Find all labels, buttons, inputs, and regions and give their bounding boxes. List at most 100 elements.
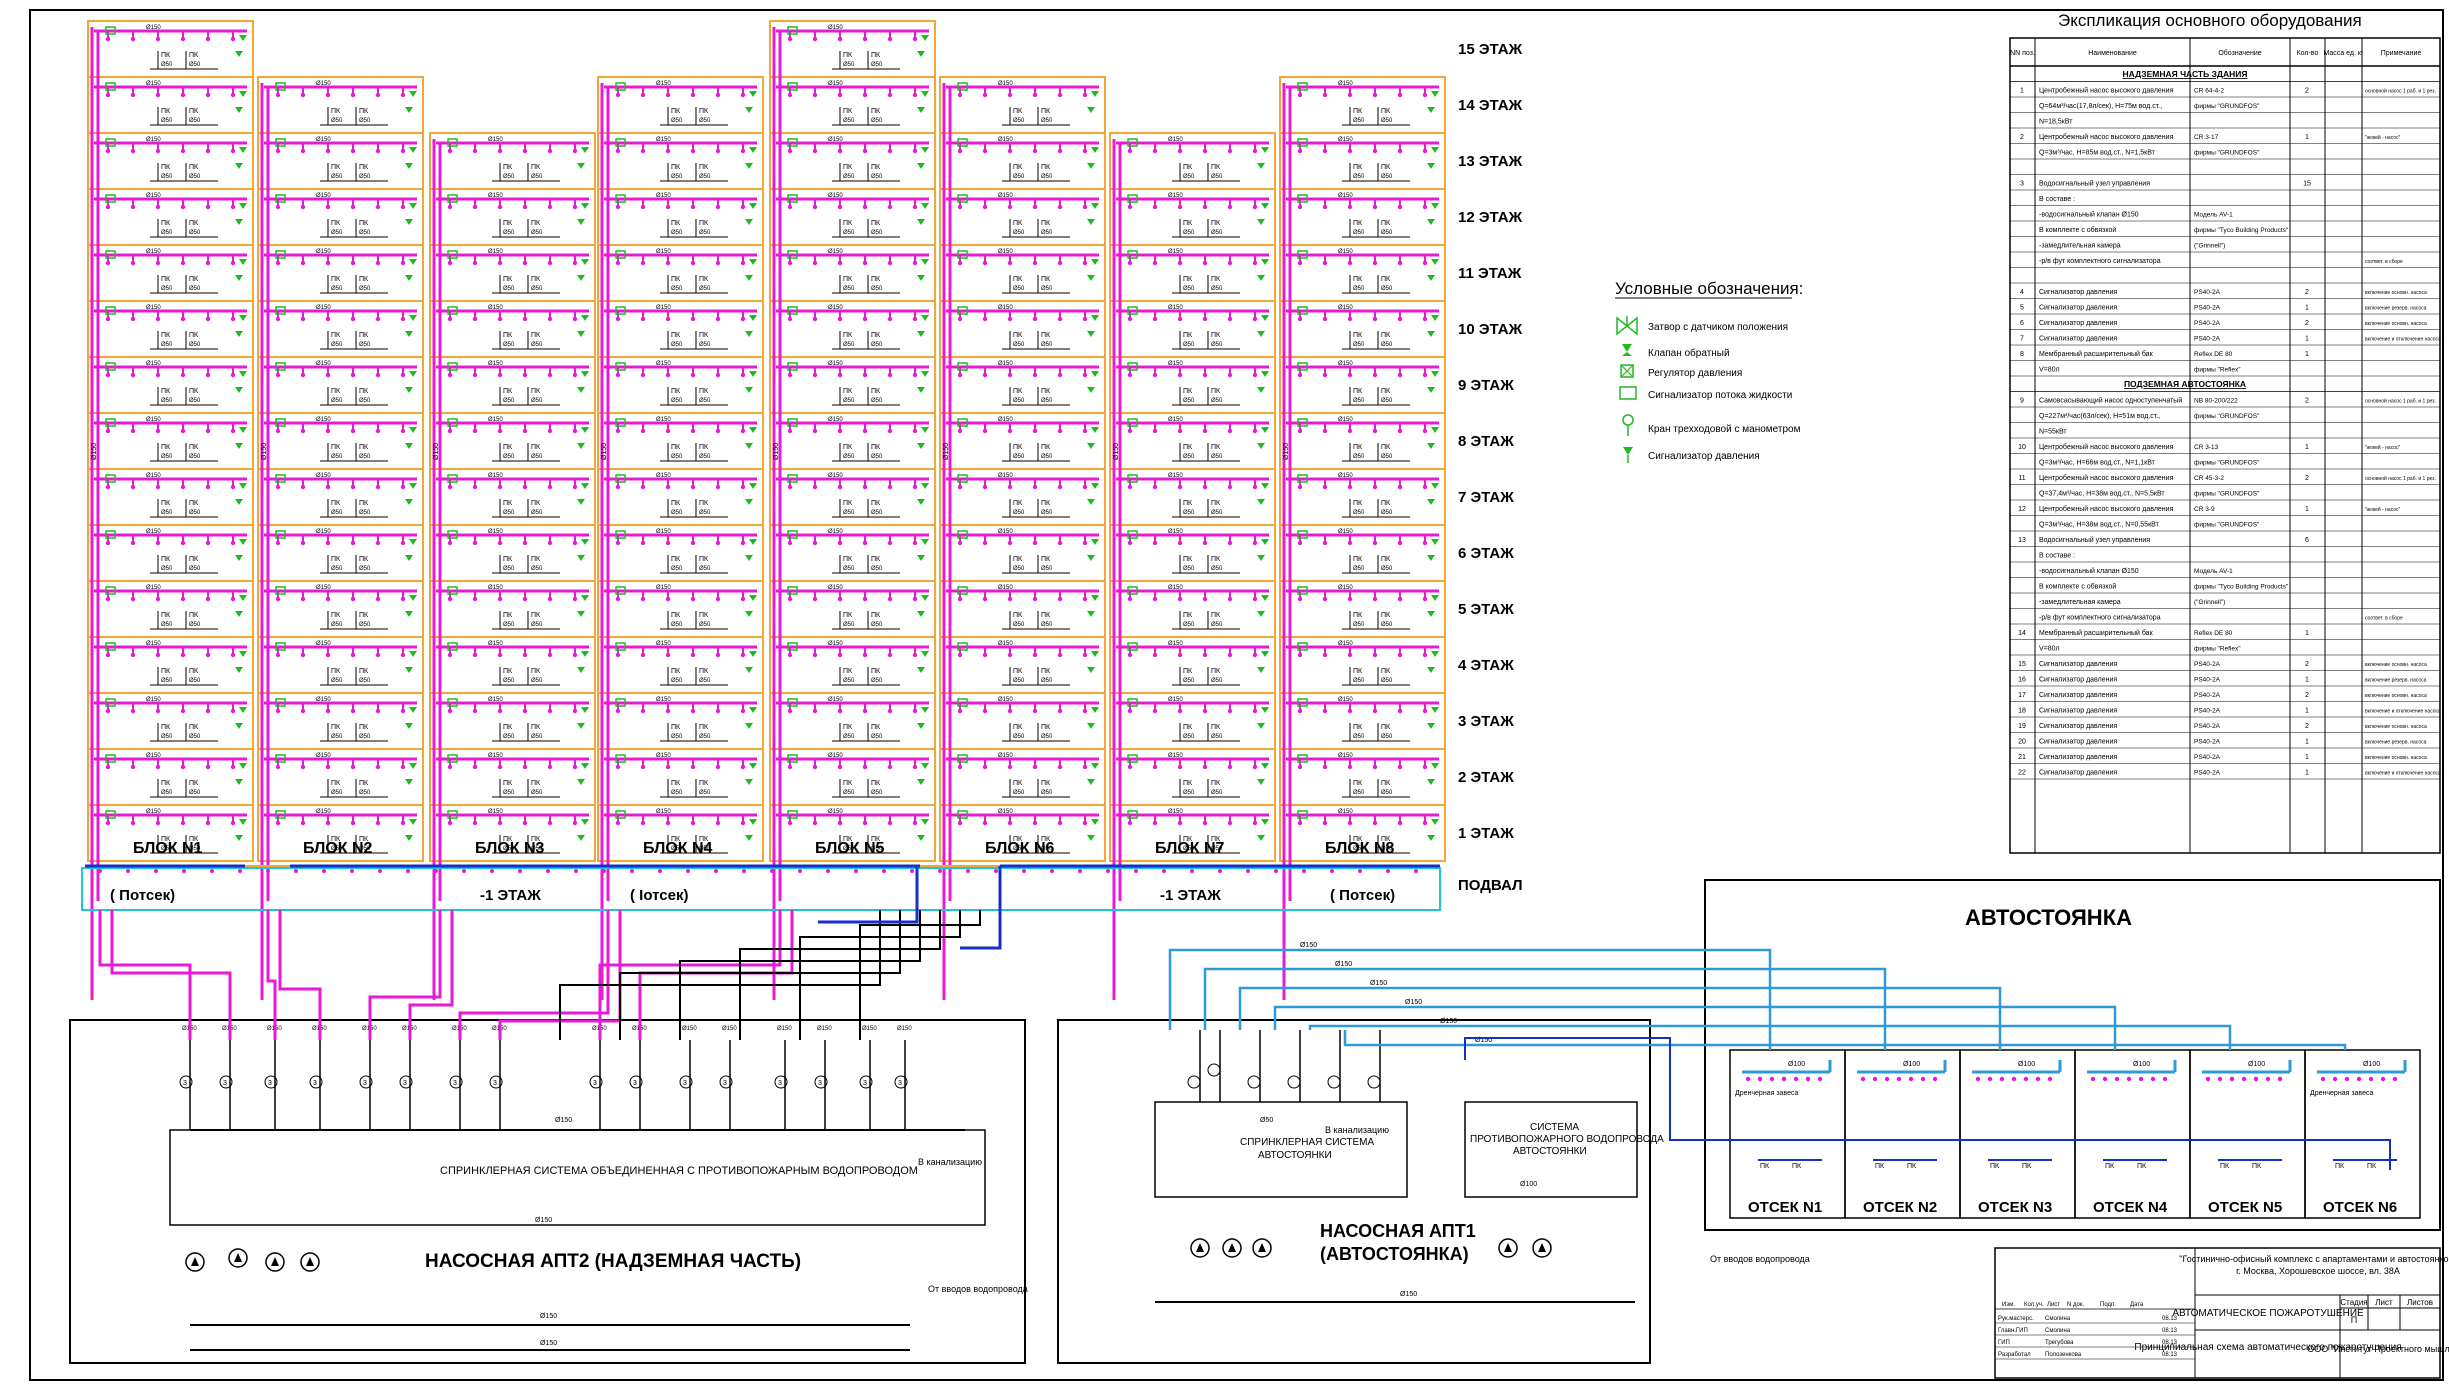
flow-switch-icon	[105, 698, 116, 707]
hydrant-label: ПК	[1381, 388, 1391, 395]
sprinkler-head	[497, 260, 503, 266]
sprinkler-head	[1297, 652, 1303, 658]
pressure-switch-icon	[1431, 315, 1439, 321]
pressure-switch-icon	[1261, 595, 1269, 601]
check-valve-icon	[405, 107, 413, 113]
sprinkler-head	[640, 596, 646, 602]
hydrant-sub-label: Ø50	[1041, 622, 1053, 628]
hydrant-sub-label: Ø50	[671, 734, 683, 740]
sprinkler-head	[1422, 204, 1428, 210]
pump-arrow	[1504, 1243, 1512, 1252]
hydrant-sub-label: Ø50	[1211, 454, 1223, 460]
explication-designation: PS40-2A	[2194, 754, 2221, 761]
sprinkler-head	[1397, 316, 1403, 322]
riser-diameter-label: Ø150	[1283, 443, 1290, 460]
apt1-inlet-label: От вводов водопровода	[1710, 1254, 1810, 1264]
basement-zone-label: ( Потсек)	[1330, 887, 1395, 904]
explication-designation: PS40-2A	[2194, 289, 2221, 296]
explication-qty: 1	[2305, 708, 2309, 715]
sprinkler-head	[1297, 540, 1303, 546]
hydrant-label: ПК	[699, 108, 709, 115]
parking-sprinkler-head	[1781, 1076, 1787, 1082]
sprinkler-head	[690, 484, 696, 490]
hydrant-label: ПК	[331, 444, 341, 451]
hydrant-label: ПК	[1041, 836, 1051, 843]
flow-switch-icon	[105, 362, 116, 371]
stage-value: П	[2351, 1315, 2357, 1325]
regulator-shape	[1620, 364, 1634, 378]
flow-switch-icon	[615, 642, 626, 651]
pressure-switch-icon	[239, 707, 247, 713]
sprinkler-head	[615, 764, 621, 770]
sprinkler-head	[1202, 316, 1208, 322]
apt1-system2-line2: ПРОТИВОПОЖАРНОГО ВОДОПРОВОДА	[1470, 1134, 1664, 1145]
hydrant-sub-label: Ø50	[1211, 342, 1223, 348]
check-valve-icon	[1087, 163, 1095, 169]
sprinkler-head	[1422, 372, 1428, 378]
title-block-date: 08.13	[2162, 1316, 2178, 1322]
explication-name: -водосигнальный клапан Ø150	[2039, 211, 2139, 219]
parking-sprinkler-head	[1805, 1076, 1811, 1082]
hydrant-label: ПК	[189, 388, 199, 395]
hydrant-label: ПК	[843, 836, 853, 843]
hydrant-feed	[1464, 1037, 2391, 1170]
pipe-diameter-label: Ø150	[828, 193, 843, 199]
pipe-diameter-label: Ø150	[656, 529, 671, 535]
sprinkler-head	[957, 652, 963, 658]
sprinkler-head	[1007, 652, 1013, 658]
sprinkler-head	[130, 652, 136, 658]
pipe-diameter-label: Ø150	[656, 361, 671, 367]
hydrant-label: ПК	[161, 164, 171, 171]
hydrant-label: ПК	[671, 276, 681, 283]
flow-switch-icon	[105, 474, 116, 483]
apt2-valve-number: 3	[268, 1080, 272, 1087]
sprinkler-head	[740, 540, 746, 546]
sprinkler-head	[180, 596, 186, 602]
explication-pos: 11	[2018, 475, 2025, 482]
check-valve-icon	[917, 107, 925, 113]
sprinkler-head	[1057, 92, 1063, 98]
riser-diameter-label: Ø150	[773, 443, 780, 460]
title-block-person: Смолина	[2045, 1328, 2071, 1334]
sprinkler-head	[275, 652, 281, 658]
sprinkler-head	[180, 652, 186, 658]
hydrant-label: ПК	[1211, 780, 1221, 787]
sprinkler-head	[205, 708, 211, 714]
hydrant-sub-label: Ø50	[503, 510, 515, 516]
pipe-diameter-label: Ø150	[828, 81, 843, 87]
pump-room-apt1-frame	[1057, 1019, 1651, 1364]
hydrant-label: ПК	[1353, 668, 1363, 675]
hydrant-label: ПК	[1381, 612, 1391, 619]
hydrant-sub-label: Ø50	[189, 454, 201, 460]
explication-note: включение резерв. насоса	[2365, 678, 2427, 684]
hydrant-label: ПК	[161, 836, 171, 843]
pressure-switch-icon	[1431, 91, 1439, 97]
sprinkler-head	[837, 764, 843, 770]
sprinkler-head	[1057, 596, 1063, 602]
hydrant-label: ПК	[1183, 724, 1193, 731]
hydrant-label: ПК	[359, 556, 369, 563]
sprinkler-head	[325, 316, 331, 322]
sprinkler-head	[230, 540, 236, 546]
hydrant-sub-label: Ø50	[1183, 734, 1195, 740]
pressure-switch-icon	[749, 539, 757, 545]
sprinkler-head	[1422, 540, 1428, 546]
hydrant-label: ПК	[1760, 1163, 1770, 1170]
sprinkler-head	[1057, 652, 1063, 658]
check-valve-icon	[235, 779, 243, 785]
hydrant-sub-label: Ø50	[1381, 118, 1393, 124]
sprinkler-head	[1007, 820, 1013, 826]
sprinkler-head	[325, 596, 331, 602]
sprinkler-head	[155, 36, 161, 42]
title-block-role: Главн.ГИП	[1998, 1328, 2028, 1334]
pressure-switch-icon	[409, 203, 417, 209]
sprinkler-head	[957, 372, 963, 378]
sprinkler-head	[155, 428, 161, 434]
sprinkler-head	[1057, 708, 1063, 714]
explication-designation: Модель AV-1	[2194, 568, 2233, 575]
pressure-switch-icon	[581, 651, 589, 657]
check-valve-icon	[917, 555, 925, 561]
explication-name: Водосигнальный узел управления	[2039, 180, 2150, 188]
explication-pos: 19	[2018, 723, 2026, 730]
hydrant-sub-label: Ø50	[671, 342, 683, 348]
